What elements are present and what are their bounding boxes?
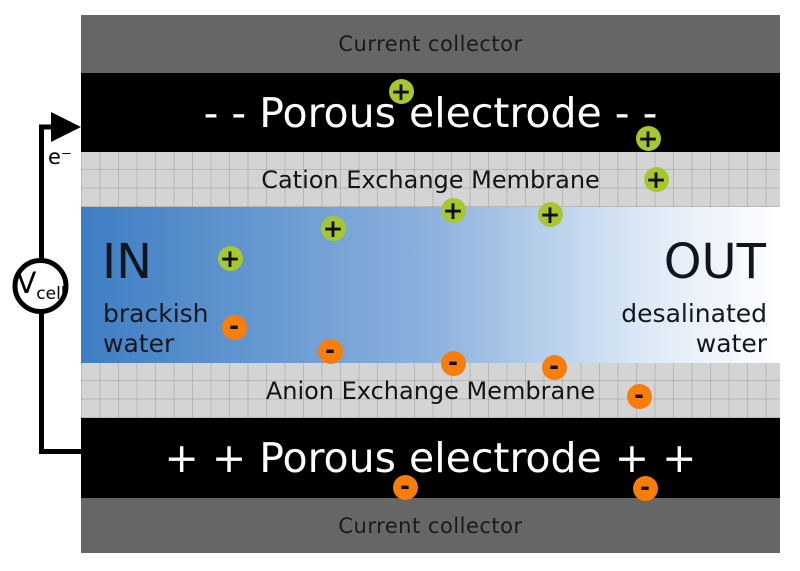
voltage-symbol: V [16,266,37,300]
anion-exchange-membrane-label: Anion Exchange Membrane [265,376,596,405]
electron-label: e⁻ [48,145,73,169]
outlet-subtitle: desalinated water [621,299,767,359]
porous-electrode-positive-label: + + Porous electrode + + [164,434,697,482]
cell-stack: Current collector - - Porous electrode -… [81,15,780,553]
inlet-subtitle-line1: brackish [103,299,209,328]
outlet-title: OUT [663,234,766,290]
cation-exchange-membrane-label: Cation Exchange Membrane [261,165,600,194]
cell-voltage-label: Vcell [12,266,70,305]
porous-electrode-positive: + + Porous electrode + + [81,418,780,498]
porous-electrode-negative: - - Porous electrode - - [81,73,780,152]
inlet-title: IN [102,234,153,290]
voltage-subscript: cell [36,284,66,304]
inlet-subtitle-line2: water [103,329,175,358]
current-collector-bottom: Current collector [81,498,780,553]
electron-flow-arrow-icon [51,112,81,142]
inlet-subtitle: brackish water [103,299,209,359]
outlet-subtitle-line1: desalinated [621,299,767,328]
porous-electrode-negative-label: - - Porous electrode - - [203,88,658,137]
water-flow-channel: IN brackish water OUT desalinated water [81,207,780,363]
cation-exchange-membrane: Cation Exchange Membrane [81,152,780,207]
current-collector-top-label: Current collector [338,32,523,56]
current-collector-top: Current collector [81,15,780,73]
current-collector-bottom-label: Current collector [338,513,523,538]
anion-exchange-membrane: Anion Exchange Membrane [81,363,780,418]
outlet-subtitle-line2: water [695,329,767,358]
